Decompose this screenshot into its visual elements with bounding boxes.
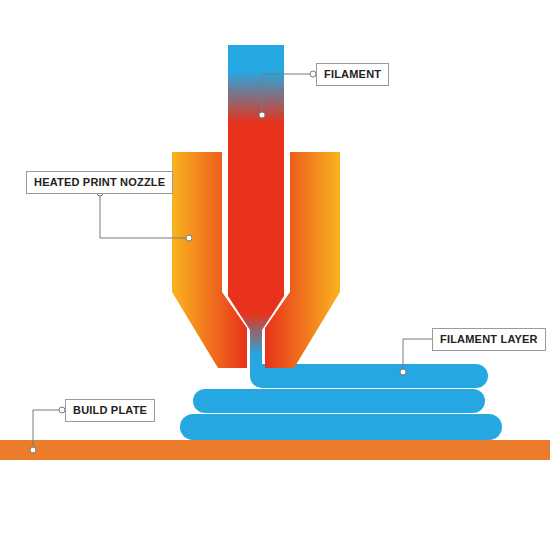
filament-layer [193, 389, 485, 413]
part-label: BUILD PLATE [65, 399, 155, 422]
filament [228, 45, 284, 376]
leader-lines [30, 71, 440, 453]
part-label: FILAMENT LAYER [432, 328, 546, 351]
filament-layer [180, 414, 502, 440]
filament [250, 364, 262, 376]
build-plate [0, 440, 550, 460]
part-label: HEATED PRINT NOZZLE [26, 171, 173, 194]
part-label: FILAMENT [316, 63, 389, 86]
